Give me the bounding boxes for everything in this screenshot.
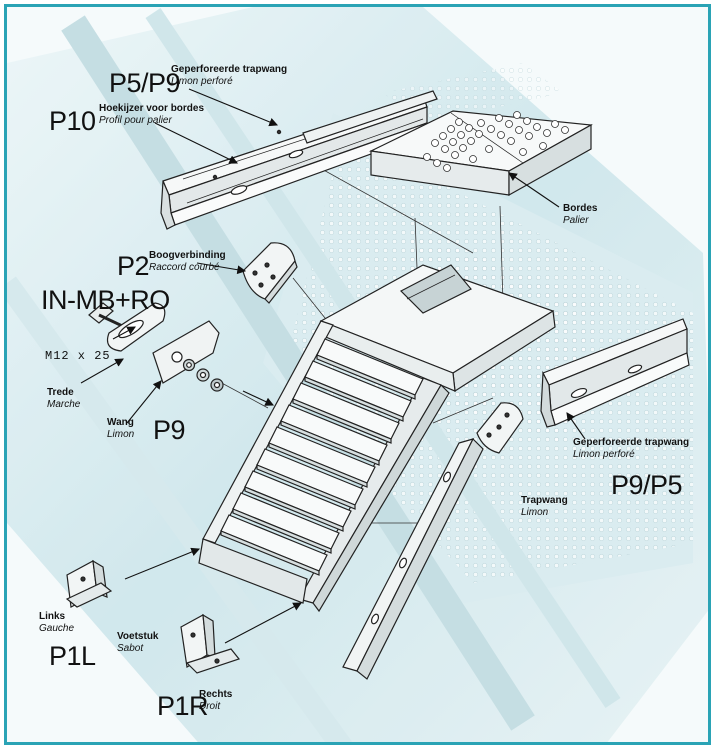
label-bordes: Bordes Palier xyxy=(563,203,597,227)
pointer-arrows xyxy=(80,88,586,644)
label-p5p9-nl: Geperforeerde trapwang xyxy=(171,64,288,75)
part-code-p1r: P1R xyxy=(157,691,209,721)
part-code-p10: P10 xyxy=(49,106,96,136)
label-wang: Wang Limon xyxy=(107,417,134,441)
label-p5p9: Geperforeerde trapwang Limon perforé xyxy=(171,64,287,88)
label-p2-nl: Boogverbinding xyxy=(149,250,226,261)
label-p9p5-nl: Geperforeerde trapwang xyxy=(573,437,690,448)
label-p1r-fr: Droit xyxy=(199,701,221,712)
label-p5p9-fr: Limon perforé xyxy=(171,76,233,87)
label-links-fr: Gauche xyxy=(39,623,75,634)
label-p9p5-fr: Limon perforé xyxy=(573,449,635,460)
top-left-profiles xyxy=(160,90,438,230)
label-p1r: Rechts Droit xyxy=(199,689,232,713)
label-links-nl: Links xyxy=(39,611,66,622)
label-wang-fr: Limon xyxy=(107,429,135,440)
part-code-p2: P2 xyxy=(117,251,150,281)
stair-landing xyxy=(319,264,556,393)
foot-bracket-left xyxy=(65,559,113,608)
part-code-inmb: IN-MB+RO xyxy=(41,285,170,315)
label-trapwang: Trapwang Limon xyxy=(521,495,568,519)
label-p1r-nl: Rechts xyxy=(199,689,233,700)
right-profile xyxy=(540,318,690,428)
bolt-spec: M12 x 25 xyxy=(45,349,111,363)
label-trede-nl: Trede xyxy=(47,387,74,398)
part-code-p9: P9 xyxy=(153,415,186,445)
label-bordes-fr: Palier xyxy=(563,215,589,226)
part-code-p5p9: P5/P9 xyxy=(109,68,181,98)
stair-flight xyxy=(198,320,450,613)
label-p10: Hoekijzer voor bordes Profil pour palier xyxy=(99,103,204,127)
label-p10-nl: Hoekijzer voor bordes xyxy=(99,103,205,114)
foot-bracket-right xyxy=(180,613,241,674)
curved-connector-right xyxy=(476,402,524,454)
label-p2-fr: Raccord courbé xyxy=(149,262,220,273)
label-p10-fr: Profil pour palier xyxy=(99,115,172,126)
label-trapwang-fr: Limon xyxy=(521,507,549,518)
part-code-p1l: P1L xyxy=(49,641,96,671)
loose-stringer xyxy=(342,437,484,680)
label-p2: Boogverbinding Raccord courbé xyxy=(149,250,226,274)
label-voetstuk-nl: Voetstuk xyxy=(117,631,159,642)
landing-platform xyxy=(368,110,593,197)
curved-connector-top xyxy=(242,242,298,304)
label-bordes-nl: Bordes xyxy=(563,203,598,214)
label-trede-fr: Marche xyxy=(47,399,81,410)
diagram-frame: P5/P9 Geperforeerde trapwang Limon perfo… xyxy=(4,4,711,745)
label-trapwang-nl: Trapwang xyxy=(521,495,568,506)
label-voetstuk-fr: Sabot xyxy=(117,643,144,654)
label-voetstuk: Voetstuk Sabot xyxy=(117,631,159,655)
part-code-p9p5: P9/P5 xyxy=(611,470,683,500)
label-p9p5: Geperforeerde trapwang Limon perforé xyxy=(573,437,689,461)
label-trede: Trede Marche xyxy=(47,387,80,411)
label-wang-nl: Wang xyxy=(107,417,134,428)
label-links: Links Gauche xyxy=(39,611,74,635)
staircase-exploded-drawing xyxy=(7,7,708,742)
